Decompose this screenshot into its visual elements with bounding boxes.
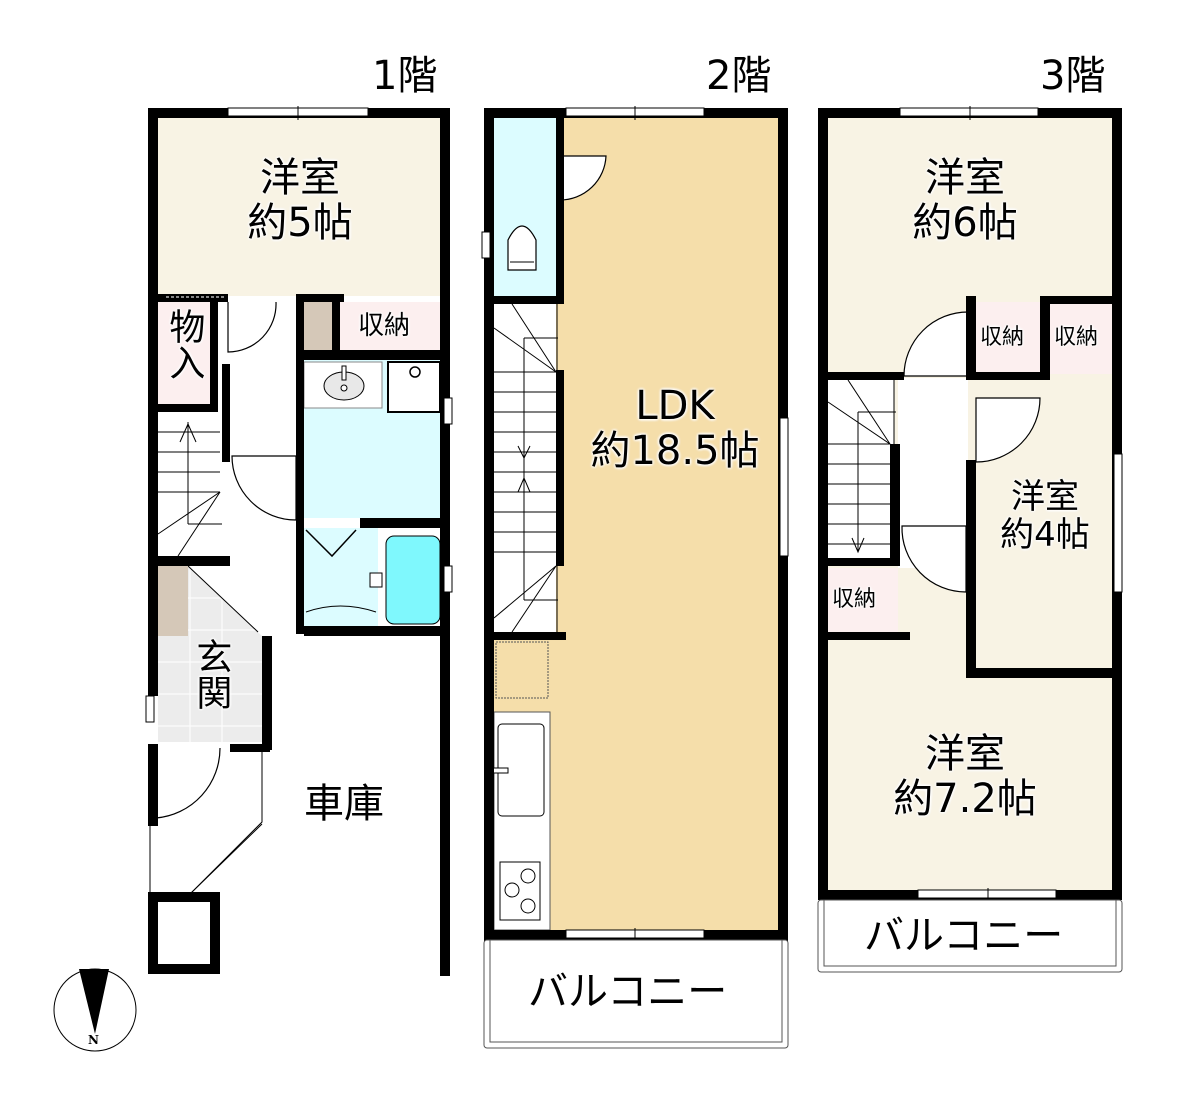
room-western-1f: 洋室 約5帖 — [220, 156, 380, 246]
shoe-box — [158, 566, 188, 636]
bath-fill — [304, 528, 378, 626]
compass-north-label: N — [88, 1033, 99, 1047]
storage-3f-c-fill — [828, 568, 898, 636]
room-storage-3f-b: 収納 — [1054, 325, 1099, 350]
room-size: 約6帖 — [912, 199, 1018, 246]
room-storage-closet: 物入 — [163, 308, 205, 380]
toilet-icon — [507, 225, 537, 271]
room-name: 洋室 — [925, 731, 1005, 777]
room-garage: 車庫 — [304, 781, 384, 827]
room-storage-3f-c: 収納 — [832, 587, 877, 612]
room-western-6: 洋室 約6帖 — [890, 156, 1040, 246]
bathtub-icon — [385, 535, 441, 625]
room-size: 約18.5帖 — [590, 427, 760, 474]
room-name: 洋室 — [1011, 477, 1079, 517]
room-balcony-3f: バルコニー — [864, 913, 1064, 959]
compass-icon — [53, 968, 137, 1052]
room-name: 洋室 — [260, 155, 340, 201]
floor-3 — [817, 106, 1123, 973]
stairs-3f-bg — [828, 378, 894, 558]
storage-1f-fill — [340, 302, 442, 350]
stairs-3f — [827, 378, 896, 560]
room-balcony-2f: バルコニー — [528, 969, 728, 1015]
shoe-box-top — [302, 302, 332, 350]
western-room-1f-fill — [154, 116, 442, 296]
room-name: 洋室 — [925, 155, 1005, 201]
room-entrance: 玄関 — [190, 638, 232, 710]
floor-1-label: 1階 — [372, 53, 438, 99]
floor-1 — [145, 106, 453, 976]
room-size: 約4帖 — [1000, 515, 1090, 556]
stairs-2f-bg — [494, 304, 556, 632]
room-western-72: 洋室 約7.2帖 — [870, 732, 1060, 822]
western-room-72-fill — [828, 676, 1114, 894]
floor-3-label: 3階 — [1040, 53, 1106, 99]
room-name: LDK — [635, 383, 715, 429]
room-ldk: LDK 約18.5帖 — [570, 384, 780, 474]
drain-icon — [409, 366, 421, 378]
floor-2-label: 2階 — [706, 53, 772, 99]
room-size: 約5帖 — [247, 199, 353, 246]
storage-closet-fill — [158, 302, 210, 408]
refrigerator-space — [495, 641, 549, 699]
room-size: 約7.2帖 — [893, 775, 1037, 822]
room-storage-1f: 収納 — [358, 311, 411, 341]
room-western-4: 洋室 約4帖 — [980, 478, 1110, 554]
floor-2 — [481, 106, 789, 1049]
storage-3f-a-fill — [976, 302, 1040, 372]
room-storage-3f-a: 収納 — [980, 325, 1025, 350]
stairs-1f — [157, 422, 222, 557]
storage-3f-b-fill — [1050, 302, 1114, 374]
